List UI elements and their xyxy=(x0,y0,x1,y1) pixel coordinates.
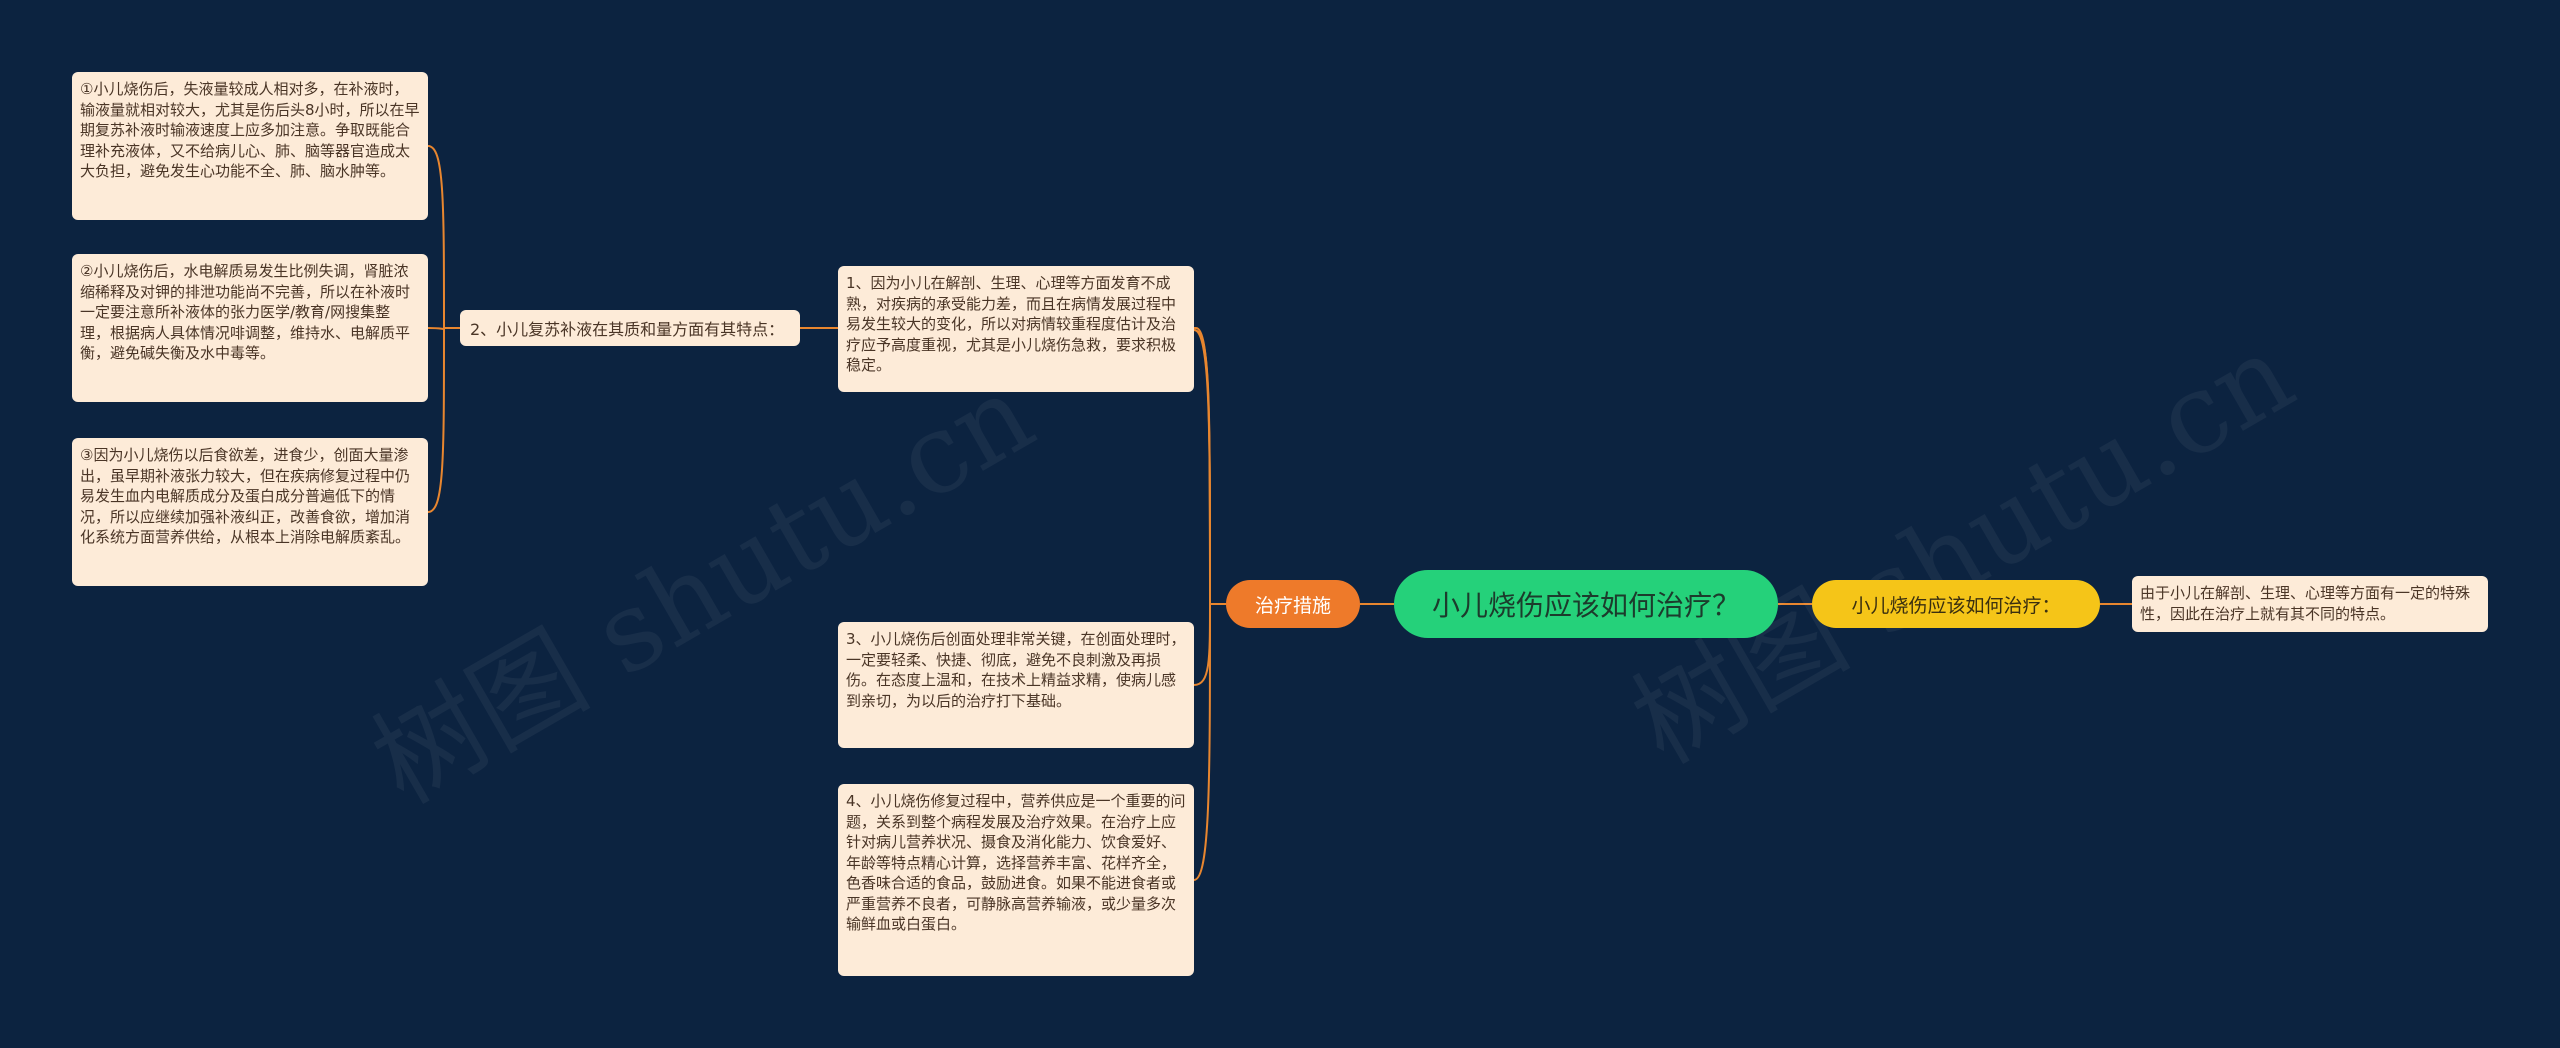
fluid-point-node-3[interactable]: ③因为小儿烧伤以后食欲差，进食少，创面大量渗出，虽早期补液张力较大，但在疾病修复… xyxy=(72,438,428,586)
branch-treatment-measures-label: 治疗措施 xyxy=(1254,594,1331,617)
right-detail-node[interactable]: 由于小儿在解剖、生理、心理等方面有一定的特殊性，因此在治疗上就有其不同的特点。 xyxy=(2132,576,2488,632)
fluid-point-node-2[interactable]: ②小儿烧伤后，水电解质易发生比例失调，肾脏浓缩稀释及对钾的排泄功能尚不完善，所以… xyxy=(72,254,428,402)
measure-node-2[interactable]: 2、小儿复苏补液在其质和量方面有其特点： xyxy=(460,310,800,346)
right-detail-text: 由于小儿在解剖、生理、心理等方面有一定的特殊性，因此在治疗上就有其不同的特点。 xyxy=(2140,584,2471,623)
fluid-point-node-1[interactable]: ①小儿烧伤后，失液量较成人相对多，在补液时，输液量就相对较大，尤其是伤后头8小时… xyxy=(72,72,428,220)
branch-treatment-measures[interactable]: 治疗措施 xyxy=(1226,580,1360,628)
branch-how-to-treat-label: 小儿烧伤应该如何治疗： xyxy=(1851,594,2061,617)
link-measure-4 xyxy=(1193,603,1211,881)
measure-text-2: 2、小儿复苏补液在其质和量方面有其特点： xyxy=(470,320,785,339)
measure-node-4[interactable]: 4、小儿烧伤修复过程中，营养供应是一个重要的问题，关系到整个病程发展及治疗效果。… xyxy=(838,784,1194,976)
center-topic[interactable]: 小儿烧伤应该如何治疗？ xyxy=(1394,570,1778,638)
link-fluid-3 xyxy=(427,327,445,513)
fluid-point-text-3: ③因为小儿烧伤以后食欲差，进食少，创面大量渗出，虽早期补液张力较大，但在疾病修复… xyxy=(80,446,411,546)
branch-how-to-treat[interactable]: 小儿烧伤应该如何治疗： xyxy=(1812,580,2100,628)
fluid-point-text-2: ②小儿烧伤后，水电解质易发生比例失调，肾脏浓缩稀释及对钾的排泄功能尚不完善，所以… xyxy=(80,262,411,362)
measure-node-1[interactable]: 1、因为小儿在解剖、生理、心理等方面发育不成熟，对疾病的承受能力差，而且在病情发… xyxy=(838,266,1194,392)
measure-node-3[interactable]: 3、小儿烧伤后创面处理非常关键，在创面处理时，一定要轻柔、快捷、彻底，避免不良刺… xyxy=(838,622,1194,748)
link-fluid-1 xyxy=(427,145,445,329)
link-measure-3 xyxy=(1193,603,1211,686)
measure-text-4: 4、小儿烧伤修复过程中，营养供应是一个重要的问题，关系到整个病程发展及治疗效果。… xyxy=(846,792,1186,933)
measure-text-3: 3、小儿烧伤后创面处理非常关键，在创面处理时，一定要轻柔、快捷、彻底，避免不良刺… xyxy=(846,630,1186,710)
center-topic-label: 小儿烧伤应该如何治疗？ xyxy=(1431,589,1740,622)
measure-text-1: 1、因为小儿在解剖、生理、心理等方面发育不成熟，对疾病的承受能力差，而且在病情发… xyxy=(846,274,1177,374)
link-fluid-2 xyxy=(427,327,445,330)
fluid-point-text-1: ①小儿烧伤后，失液量较成人相对多，在补液时，输液量就相对较大，尤其是伤后头8小时… xyxy=(80,80,420,180)
